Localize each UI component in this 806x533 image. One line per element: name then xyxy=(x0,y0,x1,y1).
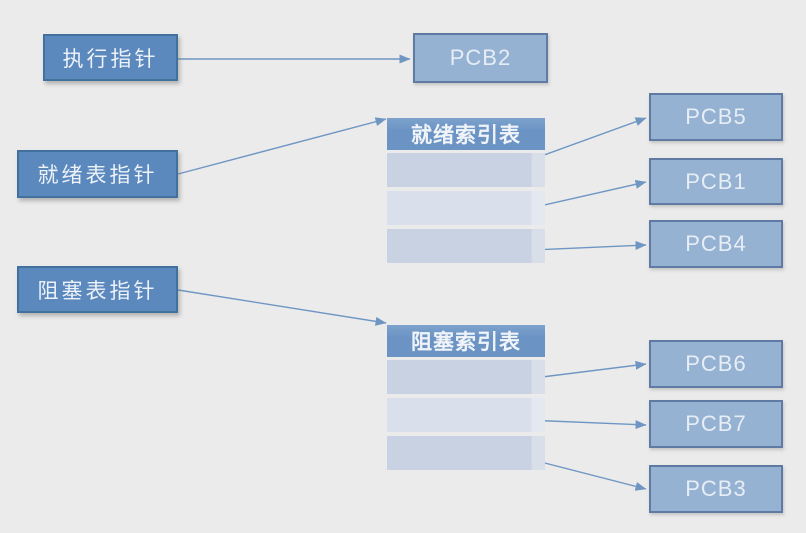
pointer-label-running: 执行指针 xyxy=(62,46,159,71)
pcb-box-blocked-2: PCB7 xyxy=(649,400,783,448)
blocked-index-table-header: 阻塞索引表 xyxy=(387,325,545,357)
arrow-ready-pointer-to-ready-table xyxy=(177,117,387,175)
pointer-label-ready: 就绪表指针 xyxy=(37,163,158,187)
pcb-box-ready-3: PCB4 xyxy=(649,220,783,268)
pointer-box-ready: 就绪表指针 xyxy=(17,150,178,198)
blocked-table-row xyxy=(387,436,545,470)
pcb-label: PCB6 xyxy=(685,351,747,376)
pcb-box-ready-2: PCB1 xyxy=(649,158,783,205)
pointer-label-blocked: 阻塞表指针 xyxy=(37,278,158,303)
pcb-box-blocked-1: PCB6 xyxy=(649,340,783,388)
blocked-table-row xyxy=(387,360,545,394)
arrow-blocked-pointer-to-blocked-table xyxy=(177,289,387,326)
ready-table-row xyxy=(387,153,545,187)
pcb-label: PCB2 xyxy=(449,45,512,70)
blocked-table-row xyxy=(387,398,545,432)
ready-index-table: 就绪索引表 xyxy=(387,118,545,267)
pcb-label: PCB5 xyxy=(685,104,747,129)
pcb-label: PCB4 xyxy=(685,231,747,256)
pcb-box-running: PCB2 xyxy=(413,33,548,83)
pcb-label: PCB3 xyxy=(685,476,747,501)
blocked-index-table: 阻塞索引表 xyxy=(387,325,545,474)
pcb-box-ready-1: PCB5 xyxy=(649,93,783,141)
ready-table-row xyxy=(387,229,545,263)
pcb-label: PCB1 xyxy=(685,168,747,194)
ready-index-table-header: 就绪索引表 xyxy=(387,118,545,150)
pcb-box-blocked-3: PCB3 xyxy=(649,465,783,513)
pointer-box-blocked: 阻塞表指针 xyxy=(17,266,178,313)
pcb-label: PCB7 xyxy=(685,411,747,436)
ready-table-row xyxy=(387,191,545,225)
pointer-box-running: 执行指针 xyxy=(43,34,178,81)
